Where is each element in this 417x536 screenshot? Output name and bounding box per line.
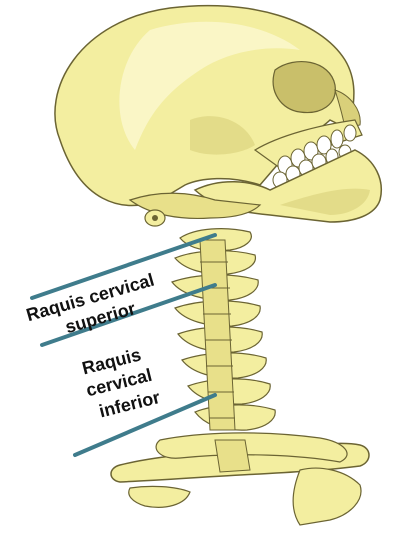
thoracic-vertebra <box>215 440 250 472</box>
foramen <box>152 215 158 221</box>
sternum <box>129 486 190 507</box>
scapula <box>293 468 361 525</box>
